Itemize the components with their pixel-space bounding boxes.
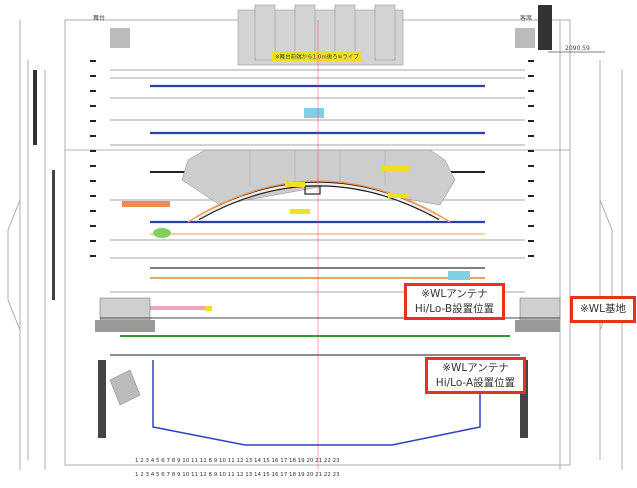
orange-side-label (122, 201, 170, 207)
corner-hatch (110, 28, 130, 48)
arch-truss-inner (197, 182, 441, 220)
wl-antenna-b-line2: Hi/Lo-B設置位置 (414, 302, 495, 315)
pink-note (130, 306, 210, 310)
stage-floor-outline (152, 360, 481, 446)
corner-hatch-right (515, 28, 535, 48)
arch-center-block (304, 185, 321, 195)
left-stair (109, 369, 141, 406)
left-wall-lower (52, 170, 55, 300)
left-pillar (98, 360, 106, 438)
dimension-label: 2090.59 (565, 45, 590, 52)
yellow-marker-2 (382, 166, 410, 171)
yellow-marker-3 (388, 193, 410, 198)
yellow-small (205, 306, 212, 311)
green-marker (153, 228, 171, 238)
left-corner-label: 舞台 (93, 14, 105, 22)
right-pillar (520, 360, 528, 438)
cyan-box-right (448, 271, 470, 280)
cyan-box-top (304, 108, 324, 118)
wl-antenna-b-line1: ※WLアンテナ (421, 287, 488, 300)
wl-antenna-a-callout: ※WLアンテナ Hi/Lo-A設置位置 (425, 357, 526, 394)
wl-antenna-b-callout: ※WLアンテナ Hi/Lo-B設置位置 (404, 283, 505, 320)
right-corner-label: 客席 (520, 14, 532, 22)
batten-lines (110, 69, 525, 293)
side-ticks (90, 60, 534, 257)
yellow-marker-1 (285, 182, 305, 187)
wl-antenna-a-line1: ※WLアンテナ (442, 361, 509, 374)
seat-row-2: 1 2 3 4 5 6 7 8 9 10 11 12 8 9 10 11 12 … (135, 472, 340, 478)
top-right-column (538, 5, 552, 50)
arch-orange-outline (187, 180, 451, 223)
yellow-marker-4 (290, 209, 310, 214)
wl-base-line1: ※WL基地 (579, 303, 627, 315)
wl-antenna-a-line2: Hi/Lo-A設置位置 (435, 376, 516, 389)
stage-banner-text: ※舞台前端から1.0m後ろ※ライブ (275, 53, 359, 61)
wl-base-callout: ※WL基地 (570, 296, 636, 323)
proscenium (95, 297, 561, 356)
left-wall (33, 70, 37, 145)
stage-banner (272, 51, 362, 61)
seat-row-1: 1 2 3 4 5 6 7 8 9 10 11 12 8 9 10 11 12 … (135, 458, 340, 464)
blue-pipes (150, 84, 485, 224)
stage-arch (181, 149, 456, 206)
